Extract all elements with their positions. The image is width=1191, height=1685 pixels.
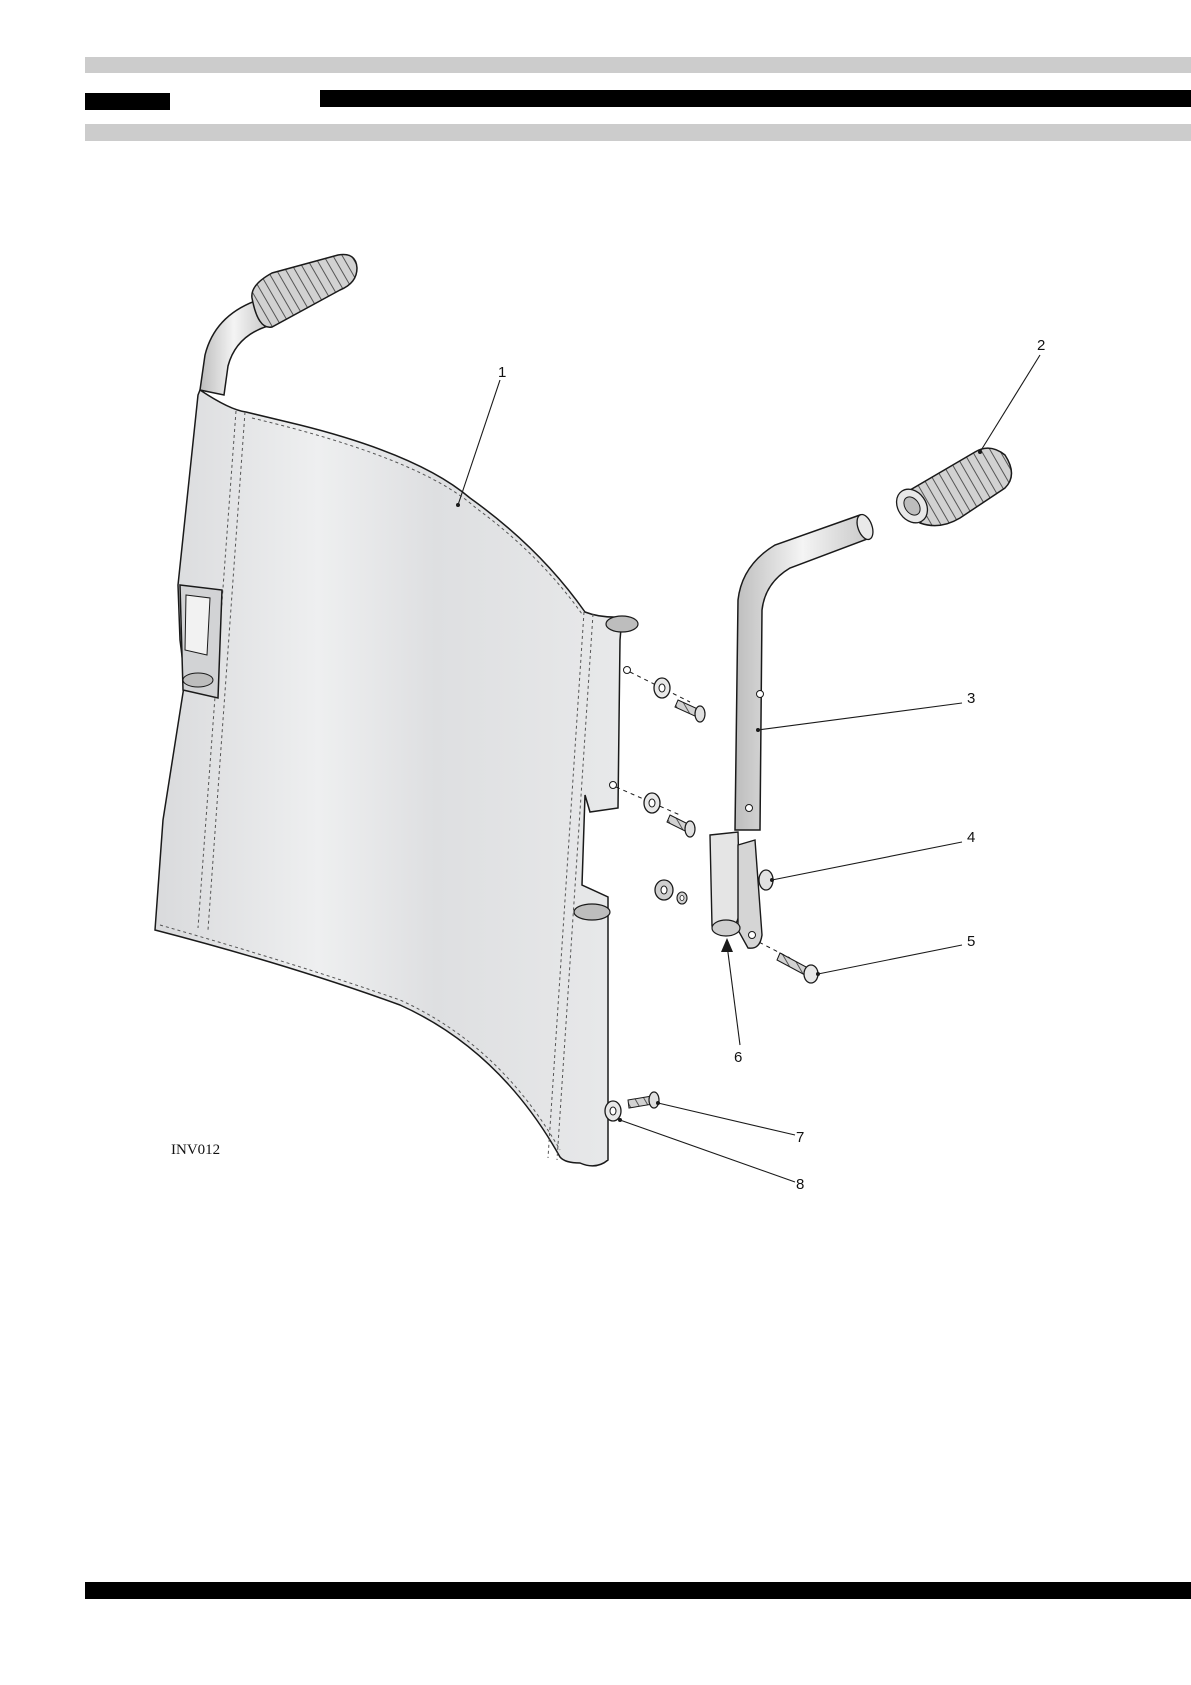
figure-id-label: INV012 bbox=[171, 1142, 220, 1158]
hand-grip bbox=[890, 448, 1011, 529]
handle-bracket bbox=[710, 832, 762, 948]
lock-nut bbox=[655, 880, 673, 900]
callout-3: 3 bbox=[967, 690, 975, 707]
upper-screw bbox=[675, 700, 705, 722]
backrest-upholstery bbox=[155, 390, 638, 1166]
push-handle-tube bbox=[735, 512, 876, 830]
backrest-handle-grip bbox=[252, 255, 357, 328]
callout-4: 4 bbox=[967, 829, 975, 846]
callout-2: 2 bbox=[1037, 337, 1045, 354]
upper-washer bbox=[654, 678, 670, 698]
bottom-screw bbox=[628, 1092, 659, 1108]
bottom-washer bbox=[605, 1101, 621, 1121]
pivot-bolt bbox=[777, 953, 818, 983]
callout-1: 1 bbox=[498, 364, 506, 381]
callout-6: 6 bbox=[734, 1049, 742, 1066]
callout-7: 7 bbox=[796, 1129, 804, 1146]
small-washer bbox=[677, 892, 687, 904]
middle-washer bbox=[644, 793, 660, 813]
callout-5: 5 bbox=[967, 933, 975, 950]
callout-8: 8 bbox=[796, 1176, 804, 1193]
middle-screw bbox=[667, 815, 695, 837]
leader-arrowhead bbox=[721, 938, 733, 952]
